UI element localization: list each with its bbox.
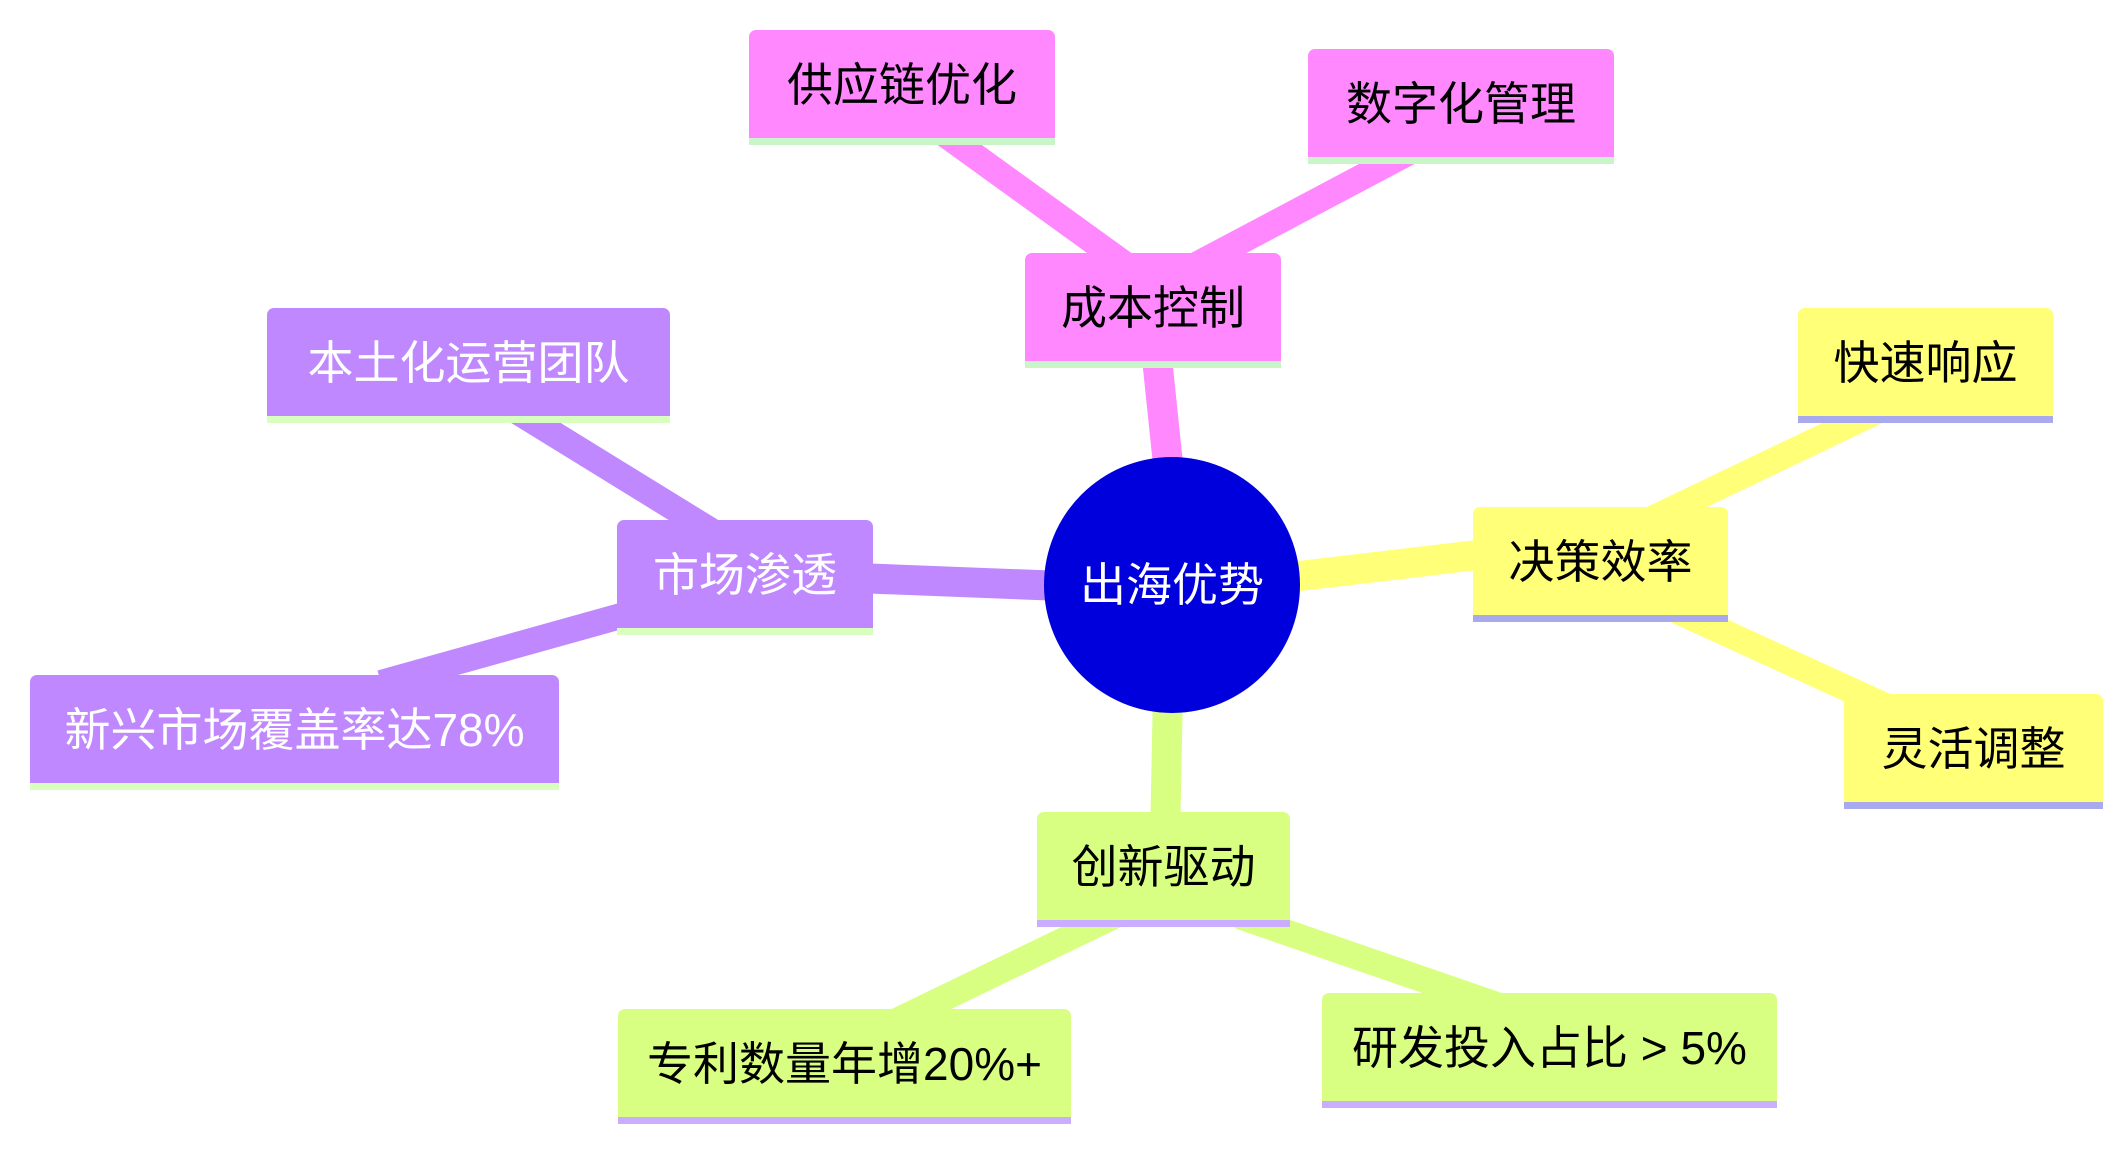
- node-label: 决策效率: [1508, 536, 1693, 588]
- leaf-node-digital-management: 数字化管理: [1308, 49, 1614, 164]
- branch-node-market-penetration: 市场渗透: [617, 520, 873, 635]
- node-label: 专利数量年增20%+: [647, 1038, 1042, 1090]
- branch-node-cost-control: 成本控制: [1025, 253, 1281, 368]
- node-label: 创新驱动: [1071, 841, 1256, 893]
- leaf-node-supply-chain: 供应链优化: [749, 30, 1055, 145]
- edge-market-emerging-coverage: [377, 594, 657, 696]
- leaf-node-rnd-ratio: 研发投入占比 > 5%: [1322, 993, 1777, 1108]
- edge-root-decision-efficiency: [1264, 536, 1513, 595]
- node-label: 供应链优化: [787, 59, 1017, 111]
- branch-node-innovation: 创新驱动: [1037, 812, 1290, 927]
- branch-node-decision-efficiency: 决策效率: [1473, 507, 1728, 622]
- leaf-node-emerging-coverage: 新兴市场覆盖率达78%: [30, 675, 559, 790]
- root-node-label: 出海优势: [1080, 559, 1264, 611]
- node-label: 新兴市场覆盖率达78%: [64, 704, 525, 756]
- node-label: 市场渗透: [653, 549, 837, 601]
- node-label: 灵活调整: [1881, 723, 2066, 775]
- leaf-node-flexible-adjust: 灵活调整: [1844, 694, 2103, 809]
- node-label: 数字化管理: [1346, 78, 1576, 130]
- node-label: 成本控制: [1061, 282, 1245, 334]
- edge-cost-control-digital-management: [1191, 137, 1422, 276]
- leaf-node-fast-response: 快速响应: [1798, 308, 2053, 423]
- leaf-node-localized-team: 本土化运营团队: [267, 308, 670, 423]
- node-label: 研发投入占比 > 5%: [1352, 1022, 1747, 1074]
- edge-cost-control-supply-chain: [931, 119, 1138, 279]
- node-label: 快速响应: [1833, 337, 2018, 389]
- root-node: 出海优势: [1044, 457, 1300, 713]
- node-label: 本土化运营团队: [307, 337, 630, 389]
- leaf-node-patents: 专利数量年增20%+: [618, 1009, 1071, 1124]
- edge-innovation-rnd: [1234, 903, 1502, 1018]
- edge-market-localized-team: [503, 395, 728, 549]
